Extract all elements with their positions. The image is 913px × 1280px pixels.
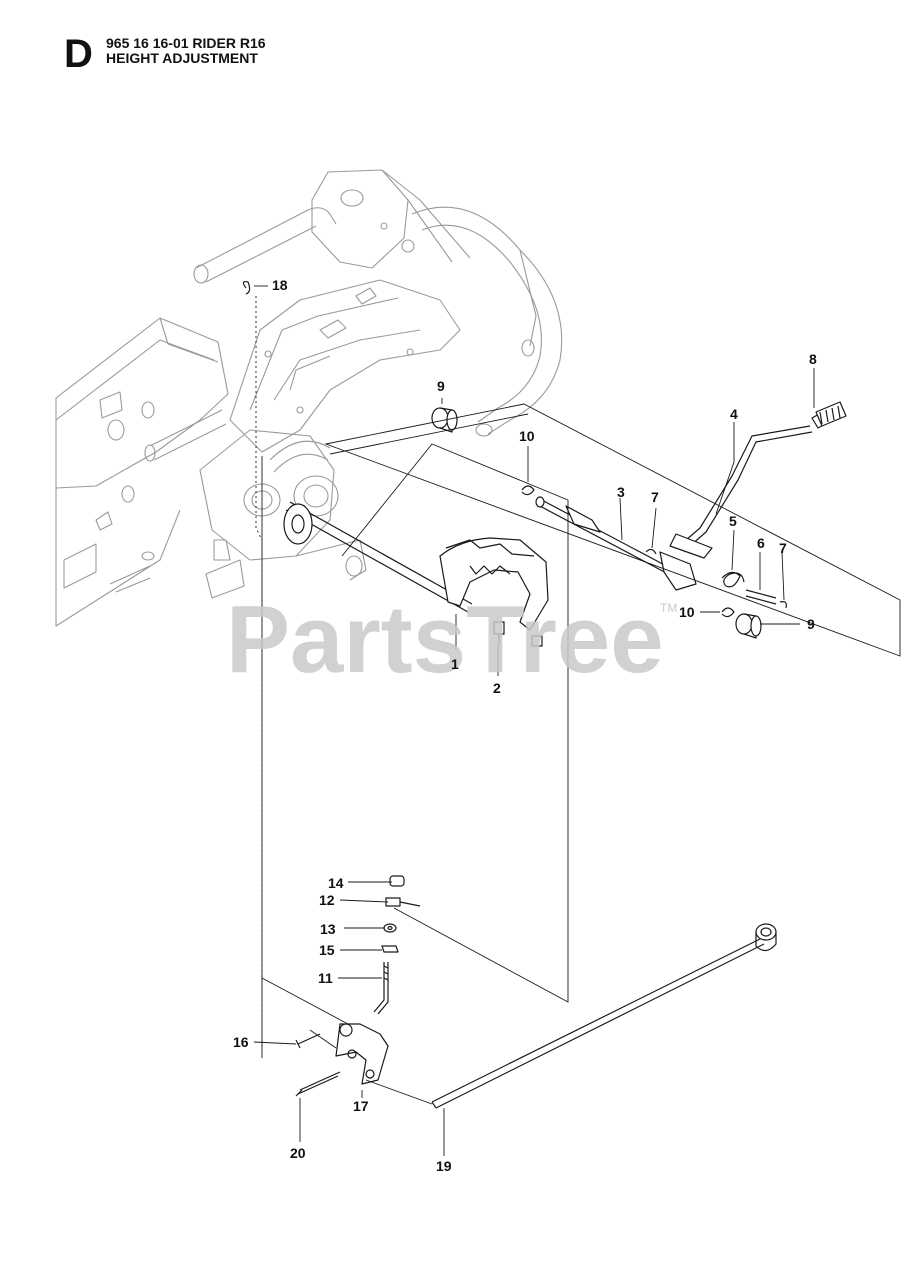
callout-9-lower: 9: [807, 616, 815, 632]
section-letter: D: [64, 32, 93, 76]
callout-11: 11: [318, 970, 333, 986]
callout-7-upper: 7: [651, 489, 659, 505]
callout-2: 2: [493, 680, 501, 696]
callout-15: 15: [319, 942, 335, 958]
watermark-trademark: TM: [660, 601, 677, 615]
parts-drawing: [242, 281, 847, 1109]
callout-5: 5: [729, 513, 737, 529]
model-line: 965 16 16-01 RIDER R16: [106, 35, 266, 51]
callout-18: 18: [272, 277, 288, 293]
diagram-header: 965 16 16-01 RIDER R16 HEIGHT ADJUSTMENT: [106, 36, 266, 66]
watermark-text: PartsTree: [226, 586, 664, 693]
callout-10-upper: 10: [519, 428, 535, 444]
leader-lines: [253, 285, 901, 1156]
callout-8: 8: [809, 351, 817, 367]
callout-1: 1: [451, 656, 459, 672]
callout-20: 20: [290, 1145, 306, 1161]
diagram-title: HEIGHT ADJUSTMENT: [106, 50, 258, 66]
callout-labels: 1 2 3 4 5 6 7 7 8 9 9 10 10 11 12 13 14 …: [233, 277, 817, 1174]
callout-7-lower: 7: [779, 540, 787, 556]
callout-4: 4: [730, 406, 738, 422]
callout-12: 12: [319, 892, 335, 908]
callout-19: 19: [436, 1158, 452, 1174]
callout-3: 3: [617, 484, 625, 500]
callout-6: 6: [757, 535, 765, 551]
callout-13: 13: [320, 921, 336, 937]
callout-10-lower: 10: [679, 604, 695, 620]
callout-14: 14: [328, 875, 344, 891]
chassis-frame-drawing: [55, 169, 563, 627]
callout-17: 17: [353, 1098, 369, 1114]
callout-16: 16: [233, 1034, 249, 1050]
callout-9-upper: 9: [437, 378, 445, 394]
